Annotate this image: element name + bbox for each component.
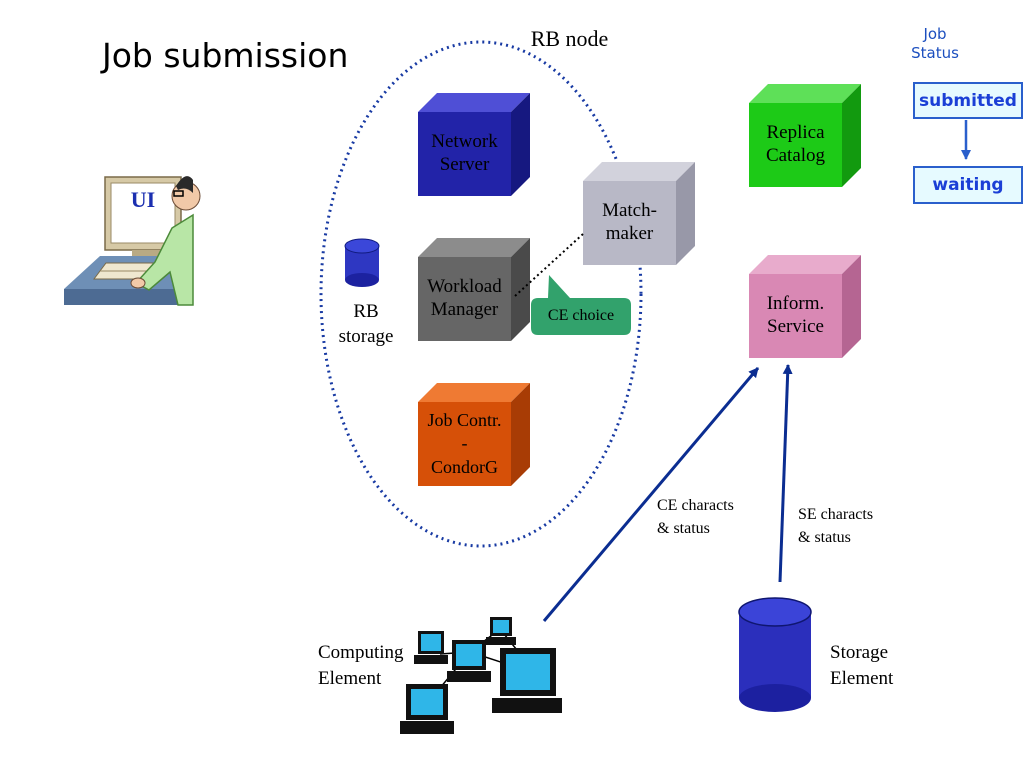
- storage-element-label: Storage Element: [830, 642, 894, 689]
- matchmaker-to-wm-link: [514, 233, 584, 297]
- ce-choice-callout: [531, 275, 631, 335]
- job-status-label: Job Status: [911, 25, 959, 62]
- ui-label: UI: [130, 187, 156, 212]
- rb-storage-label: RB storage: [338, 301, 394, 347]
- info-service-cube[interactable]: [749, 255, 861, 358]
- status-submitted-box: submitted: [913, 82, 1023, 119]
- rb-node-label: RB node: [530, 26, 609, 51]
- ce-choice-label: CE choice: [547, 307, 615, 324]
- computing-element-cluster: [400, 617, 562, 734]
- storage-element-cylinder: [738, 597, 812, 712]
- network-server-label: Network Server: [431, 131, 498, 175]
- computing-element-label: Computing Element: [318, 642, 404, 689]
- network-server-cube[interactable]: [418, 93, 530, 196]
- job-controller-cube[interactable]: [418, 383, 530, 486]
- se-characts-label: SE characts & status: [798, 506, 874, 547]
- workload-manager-label: Workload Manager: [427, 276, 502, 320]
- se-to-info-arrow: [778, 364, 793, 583]
- page-title: Job submission: [102, 36, 349, 75]
- status-waiting-box: waiting: [913, 166, 1023, 204]
- matchmaker-cube[interactable]: [583, 162, 695, 265]
- ce-to-info-arrow: [542, 367, 760, 622]
- replica-catalog-label: Replica Catalog: [765, 122, 826, 166]
- workload-manager-cube[interactable]: [418, 238, 530, 341]
- ui-workstation-illustration: [64, 176, 201, 306]
- replica-catalog-cube[interactable]: [749, 84, 861, 187]
- job-controller-label: Job Contr. - CondorG: [427, 409, 502, 477]
- info-service-label: Inform. Service: [766, 293, 825, 337]
- rb-storage-cylinder: [344, 238, 380, 287]
- matchmaker-label: Match- maker: [602, 200, 657, 244]
- ce-characts-label: CE characts & status: [657, 497, 734, 538]
- rb-node-boundary: [319, 40, 643, 548]
